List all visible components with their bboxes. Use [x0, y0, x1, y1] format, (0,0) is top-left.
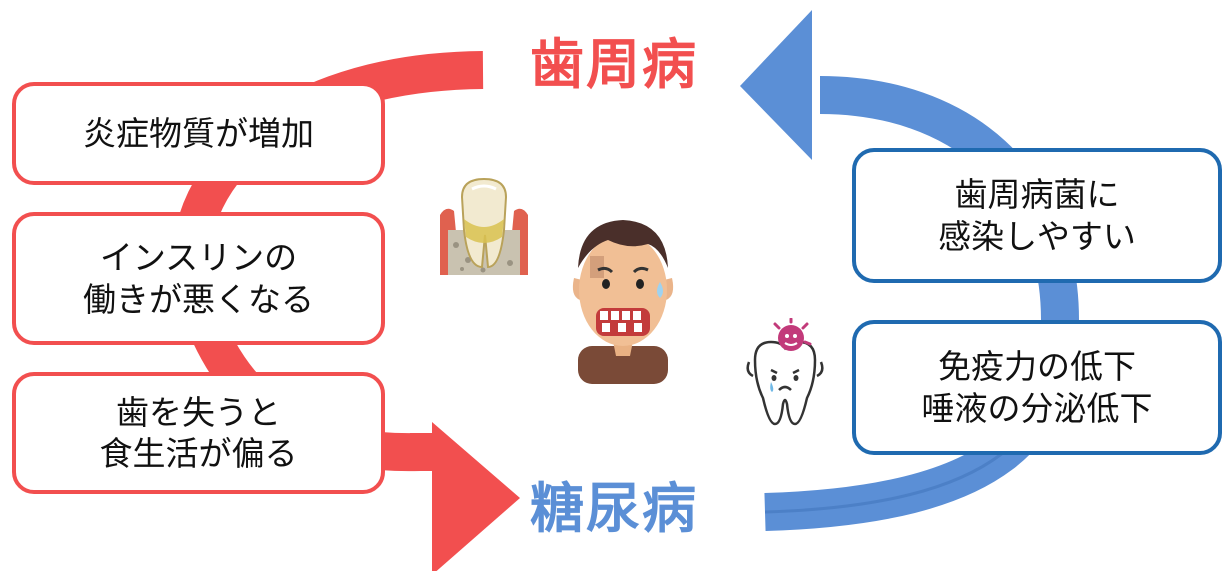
diabetes-title: 糖尿病	[530, 477, 698, 540]
gum-disease-tooth-icon	[440, 177, 528, 275]
red-arrow-head-main	[432, 423, 500, 570]
box-text-line: 歯周病菌に	[954, 175, 1120, 215]
box-text-line: 感染しやすい	[938, 216, 1136, 256]
cause-box-diet: 歯を失うと 食生活が偏る	[12, 372, 385, 494]
box-text-line: インスリンの	[99, 238, 298, 278]
cause-box-inflammation: 炎症物質が増加	[12, 82, 385, 185]
crying-tooth-with-germ-icon	[746, 318, 824, 426]
box-text-line: 唾液の分泌低下	[921, 388, 1153, 428]
cause-box-immunity: 免疫力の低下 唾液の分泌低下	[852, 320, 1222, 455]
box-text-line: 免疫力の低下	[938, 347, 1136, 387]
box-text-line: 働きが悪くなる	[83, 279, 314, 319]
box-text-line: 歯を失うと	[116, 392, 281, 432]
cause-box-insulin: インスリンの 働きが悪くなる	[12, 212, 385, 345]
worried-man-bad-teeth-icon	[572, 220, 674, 384]
box-text-line: 炎症物質が増加	[83, 113, 314, 153]
box-text-line: 食生活が偏る	[99, 434, 298, 473]
cause-box-infection: 歯周病菌に 感染しやすい	[852, 148, 1222, 283]
blue-arrow-head	[740, 10, 812, 160]
periodontal-disease-title: 歯周病	[530, 33, 698, 96]
